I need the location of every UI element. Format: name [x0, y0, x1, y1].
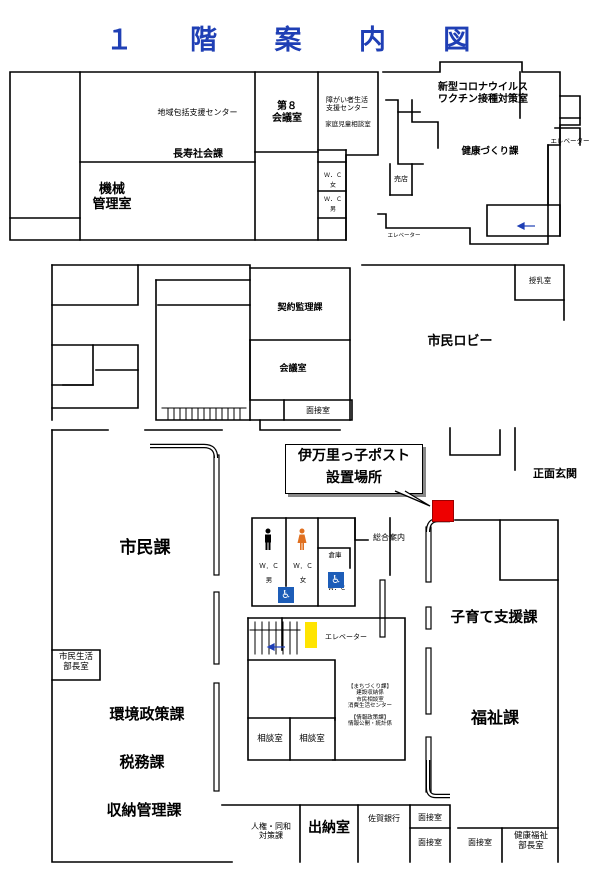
room-consultation-2: 相談室: [299, 734, 325, 744]
room-family-child-consult: 家庭児童相談室: [325, 120, 371, 128]
imari-kko-post-marker: [432, 500, 454, 522]
room-nursing: 授乳室: [528, 276, 552, 285]
room-consultation-1: 相談室: [257, 734, 283, 744]
room-information-policy: 【情報政策課】 情報公開・統計係: [347, 715, 392, 728]
room-citizen-affairs: 市民課: [119, 538, 171, 558]
wc-male-sign: 男: [265, 576, 273, 584]
room-community-support-center: 地域包括支援センター: [157, 108, 238, 117]
room-covid-vaccine-office: 新型コロナウイルス ワクチン接種対策室: [438, 82, 528, 105]
room-environmental-policy: 環境政策課: [109, 705, 185, 723]
wc-female-label: Ｗ．Ｃ: [293, 562, 313, 570]
elevator-top-right-label: エレベーター: [550, 137, 590, 145]
wheelchair-icon-2: ♿: [278, 587, 294, 603]
room-town-planning: 【まちづくり課】 建設収納係 市民相談室 消費生活センター: [347, 684, 392, 709]
room-interview-bottom-1: 面接室: [418, 813, 442, 822]
stairs-marker: [305, 622, 317, 648]
room-shop: 売店: [394, 175, 408, 183]
room-health-welfare-director: 健康福祉 部長室: [513, 831, 548, 851]
wc-male-top-sign: 男: [329, 206, 336, 213]
male-restroom-icon: [265, 528, 271, 550]
room-contract-management: 契約監理課: [277, 303, 323, 313]
area-citizen-lobby: 市民ロビー: [427, 334, 493, 349]
room-child-support: 子育て支援課: [450, 610, 538, 626]
room-interview-bottom-2: 面接室: [418, 838, 442, 847]
room-machine-room: 機械 管理室: [92, 182, 132, 212]
wc-female-top-label: Ｗ．Ｃ: [323, 172, 342, 179]
room-saga-bank: 佐賀銀行: [368, 814, 400, 823]
room-taxation: 税務課: [119, 753, 165, 771]
room-storage: 倉庫: [328, 551, 342, 559]
room-meeting: 会議室: [279, 364, 307, 374]
post-location-callout: 伊万里っ子ポスト 設置場所: [285, 444, 423, 494]
wheelchair-icon: ♿: [328, 572, 344, 588]
elevator-top-left-label: エレベーター: [387, 233, 421, 239]
room-interview-middle: 面接室: [306, 406, 330, 415]
room-human-rights: 人権・同和 対策課: [251, 822, 291, 841]
wc-male-top-label: Ｗ．Ｃ: [323, 196, 342, 203]
room-collection-management: 収納管理課: [106, 801, 182, 819]
callout-line-2: 設置場所: [326, 470, 382, 486]
wc-female-sign: 女: [299, 576, 307, 584]
room-welfare: 福祉課: [470, 708, 519, 727]
elevator-center-label: エレベーター: [325, 633, 367, 641]
desk-general-information: 総合案内: [373, 533, 405, 542]
room-citizen-life-director: 市民生活 部長室: [58, 652, 93, 672]
page-title: １ 階 案 内 図: [105, 25, 495, 56]
wc-accessible-label: Ｗ．Ｃ: [327, 585, 346, 592]
callout-line-1: 伊万里っ子ポスト: [298, 448, 410, 464]
female-restroom-icon: [297, 528, 307, 550]
room-longevity-society: 長寿社会課: [173, 149, 223, 160]
room-disability-support: 障がい者生活 支援センター: [326, 96, 368, 113]
room-meeting-8: 第８ 会議室: [272, 101, 302, 124]
room-treasury: 出納室: [308, 820, 350, 836]
wc-male-label: Ｗ．Ｃ: [259, 562, 279, 570]
room-interview-bottom-3: 面接室: [468, 838, 492, 847]
room-health-promotion: 健康づくり課: [461, 146, 519, 157]
area-main-entrance: 正面玄関: [533, 467, 577, 480]
wc-female-top-sign: 女: [329, 182, 336, 189]
